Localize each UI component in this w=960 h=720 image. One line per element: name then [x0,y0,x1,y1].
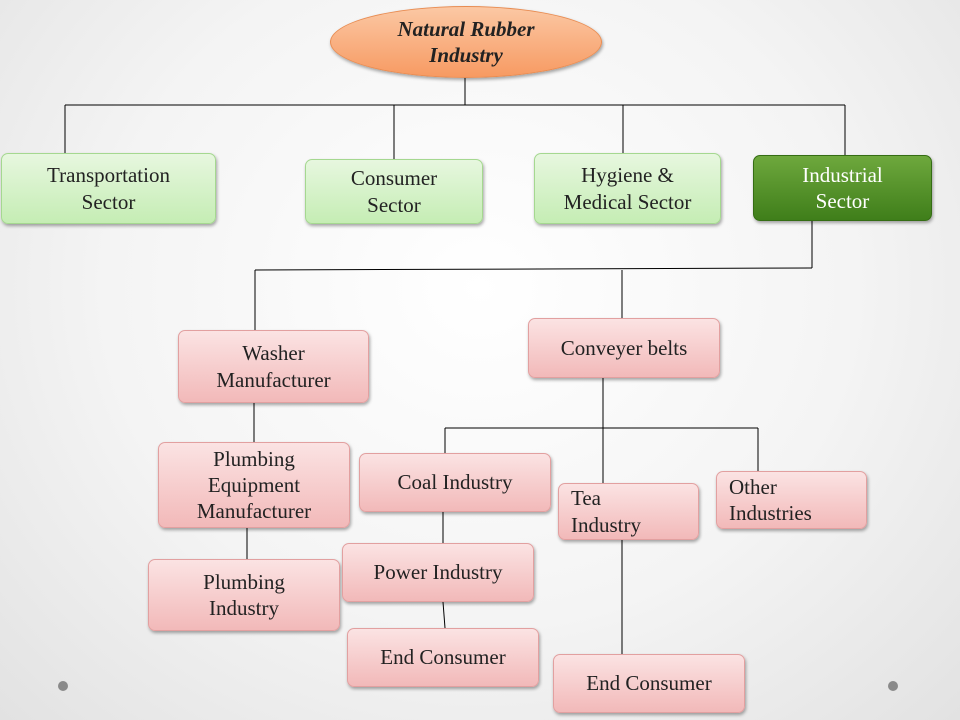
node-label: End Consumer [586,671,712,696]
node-power-industry: Power Industry [342,543,534,602]
node-label: Hygiene & Medical Sector [563,163,692,214]
connector [442,601,446,629]
root-node-natural-rubber-industry: Natural Rubber Industry [330,6,602,78]
node-end-consumer-left: End Consumer [347,628,539,687]
node-coal-industry: Coal Industry [359,453,551,512]
node-plumbing-equipment-manufacturer: Plumbing Equipment Manufacturer [158,442,350,528]
node-label: Consumer Sector [350,166,438,217]
node-label: Washer Manufacturer [216,341,331,392]
node-label: Tea Industry [571,486,641,537]
node-label: Coal Industry [397,470,513,495]
node-label: Conveyer belts [560,335,688,360]
node-tea-industry: Tea Industry [558,483,699,540]
connector [254,267,813,271]
node-label: Plumbing Industry [203,569,285,620]
root-label: Natural Rubber Industry [397,16,535,67]
node-end-consumer-right: End Consumer [553,654,745,713]
node-label: Power Industry [373,560,503,585]
node-other-industries: Other Industries [716,471,867,529]
node-industrial-sector: Industrial Sector [753,155,932,221]
node-plumbing-industry: Plumbing Industry [148,559,340,631]
decorative-dot-right [888,681,898,691]
decorative-dot-left [58,681,68,691]
node-label: Industrial Sector [802,162,883,213]
node-consumer-sector: Consumer Sector [305,159,483,224]
node-transportation-sector: Transportation Sector [1,153,216,224]
node-hygiene-medical-sector: Hygiene & Medical Sector [534,153,721,224]
node-washer-manufacturer: Washer Manufacturer [178,330,369,403]
node-label: End Consumer [380,645,506,670]
node-label: Transportation Sector [47,163,170,214]
node-conveyer-belts: Conveyer belts [528,318,720,378]
node-label: Plumbing Equipment Manufacturer [196,446,312,524]
node-label: Other Industries [729,474,812,525]
